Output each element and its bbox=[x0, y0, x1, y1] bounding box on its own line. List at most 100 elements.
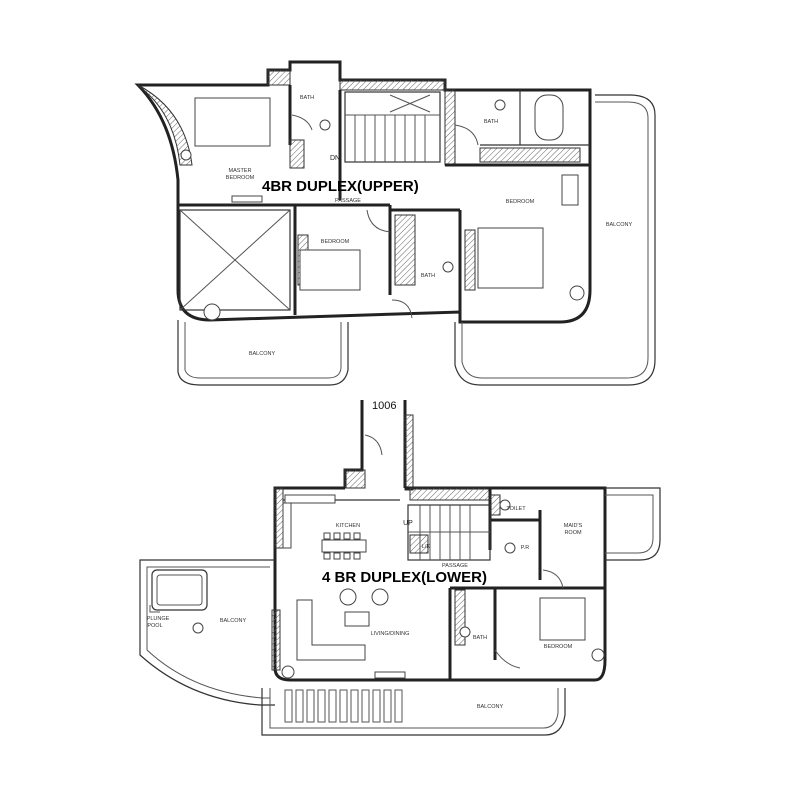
lift-label: L/K bbox=[422, 544, 431, 550]
middle-bed bbox=[299, 249, 361, 291]
lower-floor-title: 4 BR DUPLEX(LOWER) bbox=[322, 569, 487, 586]
kitchen-label: KITCHEN bbox=[336, 523, 360, 529]
master-bedroom-label-2: BEDROOM bbox=[226, 175, 255, 181]
toilet-maid bbox=[499, 499, 511, 511]
upper-right-bedroom-label: BEDROOM bbox=[506, 199, 535, 205]
upper-balcony-left-inner bbox=[184, 322, 342, 379]
upper-middle-bedroom-label: BEDROOM bbox=[321, 239, 350, 245]
column-round bbox=[281, 665, 295, 679]
tv-console-lower bbox=[374, 671, 406, 679]
armchair bbox=[371, 588, 389, 606]
lower-column bbox=[489, 494, 501, 516]
upper-top-left-hatch bbox=[267, 69, 291, 86]
kitchen-counter bbox=[284, 494, 336, 504]
upper-balcony-right-inner bbox=[461, 101, 649, 379]
upper-balcony-left-label: BALCONY bbox=[249, 351, 276, 357]
toilet-pr bbox=[504, 542, 516, 554]
upper-floor-plan: BATH BATH BATH MASTER BEDROOM DN PASSAGE… bbox=[134, 60, 656, 386]
lower-balcony-right-inner bbox=[605, 494, 654, 554]
living-dining-label: LIVING/DINING bbox=[371, 631, 410, 637]
upper-bath-2-label: BATH bbox=[484, 119, 498, 125]
upper-floor-title: 4BR DUPLEX(UPPER) bbox=[262, 178, 419, 195]
deck-chairs bbox=[284, 689, 403, 723]
bathtub bbox=[534, 94, 564, 141]
lower-left-wall-hatch bbox=[274, 487, 284, 549]
door-swing bbox=[542, 569, 564, 589]
sofa bbox=[296, 599, 366, 661]
coffee-table bbox=[344, 611, 370, 627]
toilet-label: TOILET bbox=[506, 506, 526, 512]
kitchen-counter-side bbox=[282, 502, 292, 549]
armchair bbox=[339, 588, 357, 606]
lower-balcony-left-label: BALCONY bbox=[220, 618, 247, 624]
lower-passage-label: PASSAGE bbox=[442, 563, 468, 569]
unit-number-label: 1006 bbox=[372, 400, 396, 412]
toilet-lower bbox=[459, 626, 471, 638]
lower-balcony-right bbox=[605, 487, 661, 561]
door-swing bbox=[494, 649, 521, 669]
upper-staircase bbox=[344, 91, 441, 163]
upper-column bbox=[394, 214, 416, 286]
lower-floor-plan: 1006 KITCHEN UP TOILET MAID'S ROOM L/K P… bbox=[139, 400, 661, 736]
upper-balcony-right bbox=[454, 94, 656, 386]
upper-bath-3-label: BATH bbox=[421, 273, 435, 279]
upper-passage-label: PASSAGE bbox=[335, 198, 361, 204]
lower-entry-column bbox=[404, 414, 414, 491]
upper-column bbox=[464, 229, 476, 291]
lower-entry-hatch bbox=[344, 469, 366, 489]
door-swing bbox=[366, 209, 391, 233]
maids-room-label-2: ROOM bbox=[564, 530, 582, 536]
master-bedroom-label-1: MASTER bbox=[229, 168, 252, 174]
plunge-pool bbox=[151, 569, 208, 611]
lower-outer-wall bbox=[273, 486, 607, 682]
upper-dn-label: DN bbox=[330, 155, 340, 162]
lower-bath-label: BATH bbox=[473, 635, 487, 641]
lower-bedroom-label: BEDROOM bbox=[544, 644, 573, 650]
plunge-pool-inner bbox=[156, 574, 203, 606]
pool-arrow bbox=[149, 605, 160, 613]
lower-balcony-bottom-inner bbox=[269, 688, 559, 729]
pr-label: P.R bbox=[521, 545, 529, 551]
plunge-pool-label-1: PLUNGE bbox=[147, 616, 170, 622]
lower-staircase bbox=[407, 504, 491, 561]
lower-balcony-bottom bbox=[261, 688, 566, 736]
upper-left-curved-wall bbox=[137, 84, 193, 166]
entry-door-swing bbox=[364, 434, 383, 456]
tv-console bbox=[231, 195, 263, 203]
door-swing bbox=[291, 114, 313, 131]
dining-table bbox=[321, 532, 367, 560]
lower-balcony-bottom-label: BALCONY bbox=[477, 704, 504, 710]
door-swing bbox=[391, 299, 413, 319]
toilet-upper-left bbox=[319, 119, 331, 131]
upper-void bbox=[179, 209, 291, 311]
toilet-upper-middle bbox=[442, 261, 454, 273]
upper-wardrobe-hatch bbox=[479, 147, 581, 163]
upper-balcony-right-label: BALCONY bbox=[606, 222, 633, 228]
master-bed bbox=[194, 97, 271, 147]
right-bed bbox=[477, 227, 544, 289]
upper-bath-1-label: BATH bbox=[300, 95, 314, 101]
lower-top-wall-hatch bbox=[409, 487, 491, 501]
column-round bbox=[569, 285, 585, 301]
column-round bbox=[180, 149, 192, 161]
door-swing bbox=[454, 124, 479, 146]
lower-column bbox=[454, 589, 466, 646]
upper-balcony-left bbox=[177, 320, 349, 386]
lower-balcony-left bbox=[139, 559, 275, 706]
lower-up-label: UP bbox=[403, 520, 413, 527]
lower-balcony-left-inner bbox=[146, 566, 270, 699]
lower-bed bbox=[539, 597, 586, 641]
toilet-upper-right bbox=[494, 99, 506, 111]
plunge-pool-label-2: POOL bbox=[147, 623, 162, 629]
column-round bbox=[591, 648, 605, 662]
lower-left-wall-hatch-2 bbox=[271, 609, 281, 671]
desk bbox=[561, 174, 579, 206]
column-round bbox=[203, 303, 221, 321]
upper-stair-wall-hatch bbox=[444, 89, 456, 166]
column-round bbox=[192, 622, 204, 634]
upper-top-wall-hatch bbox=[339, 79, 446, 91]
lift-hatch bbox=[409, 534, 429, 554]
maids-room-label-1: MAID'S bbox=[564, 523, 583, 529]
upper-column bbox=[289, 139, 305, 169]
